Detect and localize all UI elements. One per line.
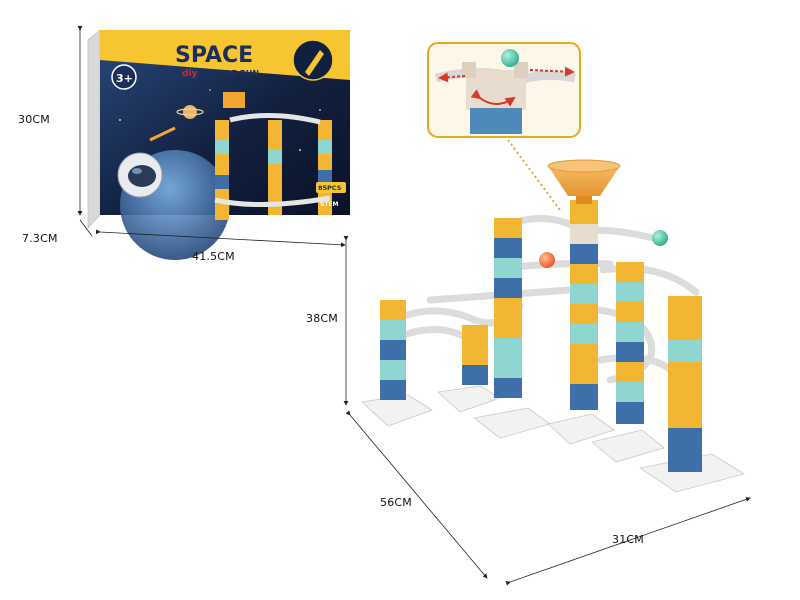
box-subtitle: MARBLE RUN bbox=[200, 69, 259, 78]
tower-1 bbox=[380, 300, 406, 400]
box-depth-label: 7.3CM bbox=[22, 232, 58, 245]
tower-6 bbox=[668, 296, 702, 472]
box-title: SPACE bbox=[175, 43, 253, 68]
box-brand-prefix: diy bbox=[182, 69, 198, 79]
tower-5 bbox=[616, 262, 644, 424]
callout-leader bbox=[507, 139, 561, 211]
funnel-icon bbox=[547, 159, 621, 204]
box-mini-towers bbox=[214, 92, 332, 220]
age-badge-icon bbox=[111, 64, 137, 90]
marble-teal bbox=[652, 230, 668, 246]
tower-3 bbox=[494, 218, 522, 398]
detail-callout bbox=[427, 42, 581, 138]
stem-badge: STEM bbox=[320, 201, 339, 208]
tower-4-center bbox=[570, 200, 598, 410]
product-box: SPACE diy MARBLE RUN 3+ 85PCS STEM bbox=[87, 29, 350, 260]
assembled-marble-run bbox=[361, 159, 745, 493]
box-width-label: 41.5CM bbox=[192, 250, 235, 263]
set-width-label: 31CM bbox=[612, 533, 644, 546]
pcs-badge: 85PCS bbox=[318, 184, 342, 192]
set-height-label: 38CM bbox=[306, 312, 338, 325]
box-height-label: 30CM bbox=[18, 113, 50, 126]
box-dimension-lines bbox=[77, 26, 346, 248]
age-badge: 3+ bbox=[116, 72, 133, 85]
tower-2 bbox=[462, 325, 488, 385]
set-depth-label: 56CM bbox=[380, 496, 412, 509]
marble-orange bbox=[539, 252, 555, 268]
set-dimension-lines bbox=[343, 236, 751, 586]
